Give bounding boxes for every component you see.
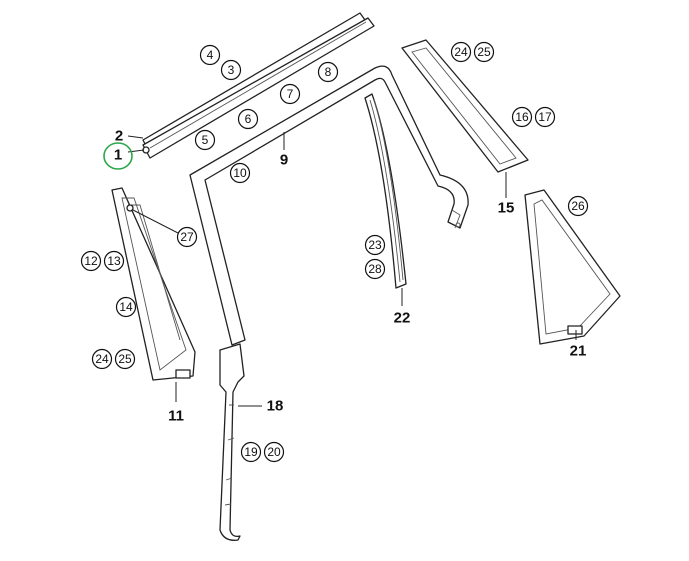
part-door-frame-seal[interactable]: [189, 65, 469, 346]
callout-26[interactable]: 26: [567, 195, 589, 217]
callout-5[interactable]: 5: [194, 129, 216, 151]
part-rear-pillar-trim[interactable]: [401, 39, 529, 173]
callout-24-left[interactable]: 24: [91, 348, 113, 370]
label-18: 18: [267, 398, 284, 415]
callout-12[interactable]: 12: [80, 250, 102, 272]
callout-28[interactable]: 28: [364, 258, 386, 280]
svg-text:19: 19: [244, 445, 258, 459]
svg-text:14: 14: [119, 300, 133, 314]
callout-24-top[interactable]: 24: [450, 41, 472, 63]
svg-text:26: 26: [571, 199, 585, 213]
svg-text:12: 12: [84, 254, 98, 268]
svg-text:25: 25: [477, 45, 491, 59]
part-guide-rail[interactable]: [364, 93, 407, 289]
label-9: 9: [280, 152, 288, 169]
svg-text:20: 20: [267, 445, 281, 459]
callout-19[interactable]: 19: [240, 441, 262, 463]
label-2: 2: [115, 128, 123, 145]
leader-2: [127, 135, 144, 139]
part-quarter-window[interactable]: [524, 189, 621, 345]
callout-13[interactable]: 13: [103, 250, 125, 272]
label-11: 11: [168, 408, 184, 425]
svg-text:5: 5: [202, 133, 209, 147]
callout-6[interactable]: 6: [237, 108, 259, 130]
svg-text:23: 23: [368, 238, 382, 252]
part-lower-strip[interactable]: [219, 343, 245, 541]
callout-23[interactable]: 23: [364, 234, 386, 256]
svg-text:24: 24: [95, 352, 109, 366]
svg-text:24: 24: [454, 45, 468, 59]
callout-3[interactable]: 3: [220, 59, 242, 81]
svg-text:4: 4: [207, 48, 214, 62]
leader-27: [132, 209, 179, 234]
callout-16[interactable]: 16: [511, 106, 533, 128]
svg-text:6: 6: [245, 112, 252, 126]
callout-7[interactable]: 7: [279, 83, 301, 105]
selection-highlight: [103, 142, 133, 170]
svg-text:25: 25: [118, 352, 132, 366]
callout-17[interactable]: 17: [534, 106, 556, 128]
label-1: 1: [114, 147, 122, 164]
callout-10[interactable]: 10: [229, 162, 251, 184]
svg-text:8: 8: [325, 65, 332, 79]
label-22: 22: [394, 310, 411, 327]
svg-text:10: 10: [233, 166, 247, 180]
svg-text:27: 27: [180, 230, 194, 244]
callout-25-top[interactable]: 25: [473, 41, 495, 63]
part-window-seal-strip[interactable]: [142, 12, 375, 159]
callout-27[interactable]: 27: [176, 226, 198, 248]
callout-25-left[interactable]: 25: [114, 348, 136, 370]
svg-text:7: 7: [287, 87, 294, 101]
callout-8[interactable]: 8: [317, 61, 339, 83]
svg-text:28: 28: [368, 262, 382, 276]
svg-text:13: 13: [107, 254, 121, 268]
svg-text:17: 17: [538, 110, 552, 124]
part-b-pillar-trim[interactable]: [111, 187, 196, 381]
svg-text:3: 3: [228, 63, 235, 77]
callout-14[interactable]: 14: [115, 296, 137, 318]
callout-4[interactable]: 4: [199, 44, 221, 66]
label-15: 15: [498, 200, 515, 217]
svg-text:16: 16: [515, 110, 529, 124]
label-21: 21: [570, 343, 587, 360]
callout-20[interactable]: 20: [263, 441, 285, 463]
